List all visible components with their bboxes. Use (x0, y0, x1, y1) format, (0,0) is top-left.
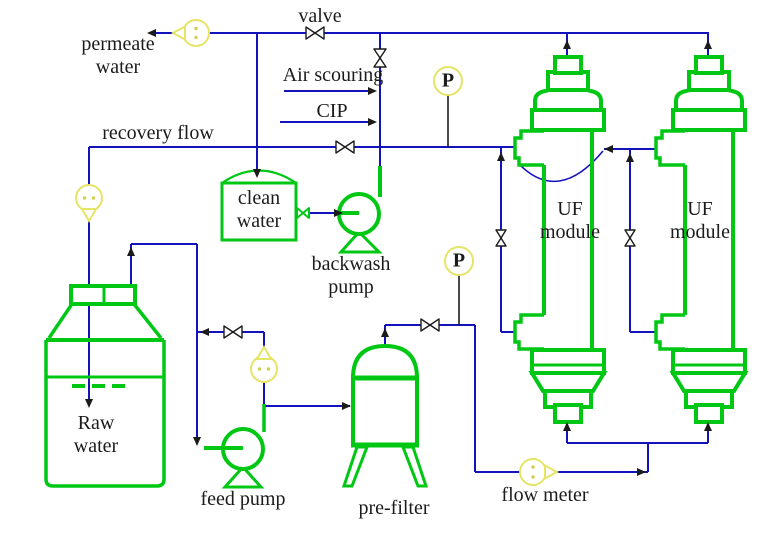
raw-tank-return-arrow (85, 399, 93, 408)
prefilter-outlet-valve (420, 318, 440, 332)
uf1-top-port (553, 55, 583, 75)
prefilter-dome (351, 343, 419, 379)
uf2-lower-side-port (654, 313, 685, 351)
feed-pump-in-arrow (193, 437, 201, 446)
uf2-top-arrow (704, 40, 712, 49)
uf2-port-arrow (604, 145, 613, 153)
main-flow-meter-pointer (544, 463, 560, 481)
uf2-top-band (671, 108, 747, 132)
pressure-gauge-1 (433, 66, 463, 147)
uf2-riser-arrow (626, 153, 634, 162)
bypass-arrow (200, 328, 209, 336)
uf2-upper-side-port (654, 129, 685, 167)
clean-tank-outlet-fitting (296, 207, 304, 219)
permeate-flow-meter (170, 19, 210, 47)
cip-arrow (368, 118, 377, 126)
module-bottom-header-pipe (566, 423, 709, 444)
uf1-bottom-port (553, 403, 583, 424)
flowmeter-pipe (475, 443, 649, 473)
raw-tank-body (44, 340, 166, 488)
flowmeter-arrow (637, 468, 646, 476)
uf2-drain-valve (624, 229, 636, 247)
prefilter-left-leg (341, 445, 370, 488)
uf1-top-band (530, 108, 606, 132)
air-scouring-arrow (368, 87, 377, 95)
clean-water-tank (220, 169, 310, 242)
uf2-bottom-cone (669, 371, 749, 393)
raw-tank-out-arrow (127, 247, 135, 256)
uf1-column-walls (542, 130, 594, 350)
feed-flow-meter (250, 345, 278, 383)
uf2-bottom-band (671, 348, 747, 375)
flow-arrows (85, 29, 712, 476)
raw-tank-shoulders (47, 302, 163, 340)
instruments (75, 19, 560, 486)
feed-pump (204, 404, 266, 489)
main-flow-meter (519, 458, 560, 486)
uf2-bottom-port (694, 403, 724, 424)
backwash-pump-base (337, 229, 383, 254)
uf1-bottom-arrow (563, 422, 571, 431)
uf1-lower-riser-pipe (500, 148, 515, 333)
valves (223, 26, 636, 339)
uf2-top-port (694, 55, 724, 75)
pre-filter-vessel (341, 343, 429, 488)
uf1-lower-side-port (513, 313, 544, 351)
uf2-column-walls (683, 130, 735, 350)
uf-module-left (513, 55, 608, 424)
recovery-flow-meter (75, 184, 103, 223)
clean-tank-body (220, 181, 298, 242)
air-riser-valve (373, 48, 387, 68)
permeate-flow-meter-pointer (170, 24, 186, 42)
bypass-valve (223, 325, 243, 339)
uf-module-right (654, 55, 749, 424)
uf1-riser-arrow (497, 152, 505, 161)
prefilter-walls (351, 378, 419, 444)
prefilter-in-arrow (342, 402, 351, 410)
backwash-suction-arrow (334, 209, 343, 217)
uf1-bottom-cone (528, 371, 608, 393)
prefilter-right-leg (400, 445, 429, 488)
uf1-drain-valve (495, 229, 507, 247)
permeate-arrow (147, 29, 156, 37)
uf1-upper-side-port (513, 129, 544, 167)
uf2-bottom-arrow (704, 422, 712, 431)
permeate-valve (305, 26, 325, 40)
clean-tank-arrow (253, 169, 261, 178)
uf1-bottom-band (530, 348, 606, 375)
utility-inlets (280, 90, 369, 123)
feed-flow-meter-pointer (255, 345, 273, 360)
pressure-gauge-2 (444, 246, 474, 325)
uf2-lower-riser-pipe (629, 149, 656, 333)
recovery-flow-meter-pointer (80, 208, 98, 223)
uf1-top-arrow (563, 40, 571, 49)
backwash-pump (337, 166, 383, 254)
raw-water-tank (44, 284, 166, 488)
prefilter-out-arrow (381, 328, 389, 337)
feed-pump-base (221, 464, 265, 489)
equipment (44, 55, 749, 489)
clean-tank-outlet-fitting2 (302, 207, 310, 219)
piping (88, 32, 709, 473)
recovery-valve (335, 140, 355, 154)
